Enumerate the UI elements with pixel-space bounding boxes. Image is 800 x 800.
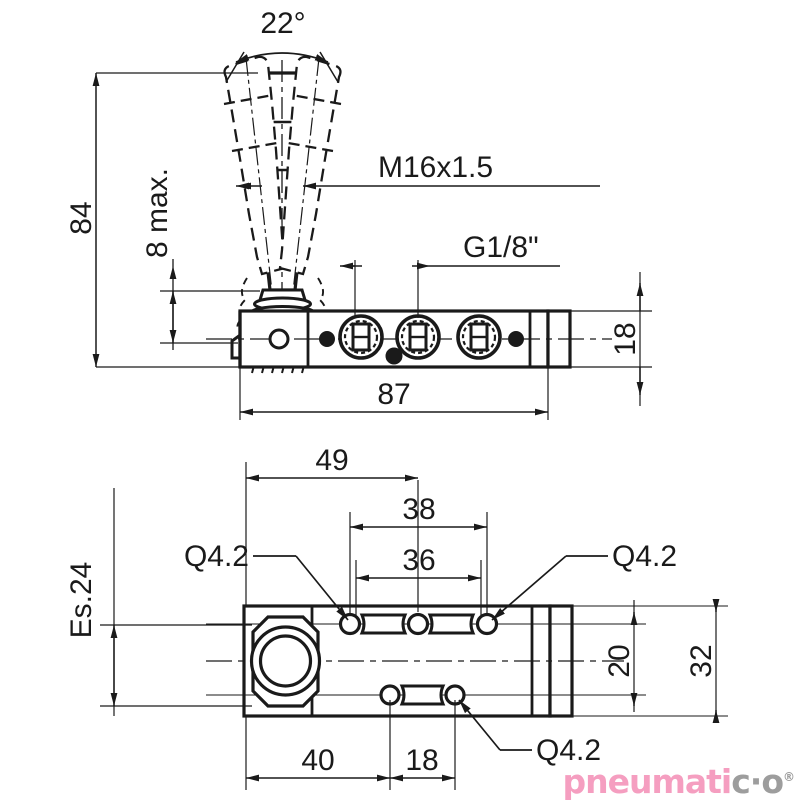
label-body-length-87: 87 xyxy=(377,378,410,411)
dimension-36 xyxy=(355,560,482,616)
port-1 xyxy=(338,314,384,360)
leader-q42-bottom xyxy=(458,699,532,751)
dimension-es24 xyxy=(100,488,252,716)
label-thread-m16: M16x1.5 xyxy=(378,151,493,184)
dimension-38 xyxy=(349,512,488,616)
watermark-text-primary: pneumati xyxy=(562,762,732,800)
label-width-20: 20 xyxy=(603,644,636,677)
registered-trademark-icon: ® xyxy=(783,770,795,784)
dimension-length-87 xyxy=(239,367,549,420)
label-offset-18: 18 xyxy=(405,744,438,777)
pilot-hole-a xyxy=(319,331,335,347)
label-offset-40: 40 xyxy=(301,744,334,777)
label-spacing-36: 36 xyxy=(402,544,435,577)
port-2 xyxy=(395,314,441,360)
label-stroke-8max: 8 max. xyxy=(141,168,174,258)
dimension-body-height-18 xyxy=(570,272,652,406)
exhaust-hole xyxy=(385,347,403,365)
label-offset-49: 49 xyxy=(315,444,348,477)
hex-boss xyxy=(249,615,322,708)
hole-q42-left xyxy=(338,612,362,636)
handle-right-centerline xyxy=(292,57,320,293)
pilot-hole-b xyxy=(508,331,524,347)
dimension-stroke-8max xyxy=(160,259,260,350)
label-q42-left: Q4.2 xyxy=(184,540,249,573)
leader-q42-right xyxy=(491,555,608,621)
hole-q42-right xyxy=(475,612,499,636)
pneumatico-watermark: pneumatic·o® xyxy=(562,762,795,800)
lower-port-slot xyxy=(379,684,466,706)
valve-body-front xyxy=(206,309,612,369)
label-hex-es24: Es.24 xyxy=(65,562,98,639)
upper-port-slots xyxy=(338,612,499,636)
handle-left-centerline xyxy=(245,57,273,293)
mounting-hole-left xyxy=(268,328,290,350)
dimension-32 xyxy=(572,599,728,723)
leader-g18 xyxy=(340,260,560,318)
label-q42-right: Q4.2 xyxy=(612,540,677,573)
label-width-32: 32 xyxy=(685,644,718,677)
leader-q42-left xyxy=(253,555,349,621)
port-3 xyxy=(456,314,502,360)
label-q42-bottom: Q4.2 xyxy=(536,734,601,767)
dimension-labels: 22° 84 8 max. M16x1.5 G1/8" 18 87 49 38 … xyxy=(65,7,718,777)
watermark-text-secondary: c·o xyxy=(731,762,784,800)
label-height-84: 84 xyxy=(65,201,98,234)
dimension-angle-22 xyxy=(225,51,339,83)
label-spacing-38: 38 xyxy=(402,493,435,526)
dimension-height-84 xyxy=(92,72,258,368)
label-port-thread: G1/8" xyxy=(463,231,539,264)
label-body-height-18: 18 xyxy=(609,322,642,355)
valve-body-bottom xyxy=(206,604,624,718)
dimension-49 xyxy=(245,462,419,612)
hole-centre-upper xyxy=(406,612,430,636)
dimension-20 xyxy=(572,600,646,712)
dimension-bottom-18 xyxy=(390,700,456,790)
label-angle-22: 22° xyxy=(260,7,305,40)
